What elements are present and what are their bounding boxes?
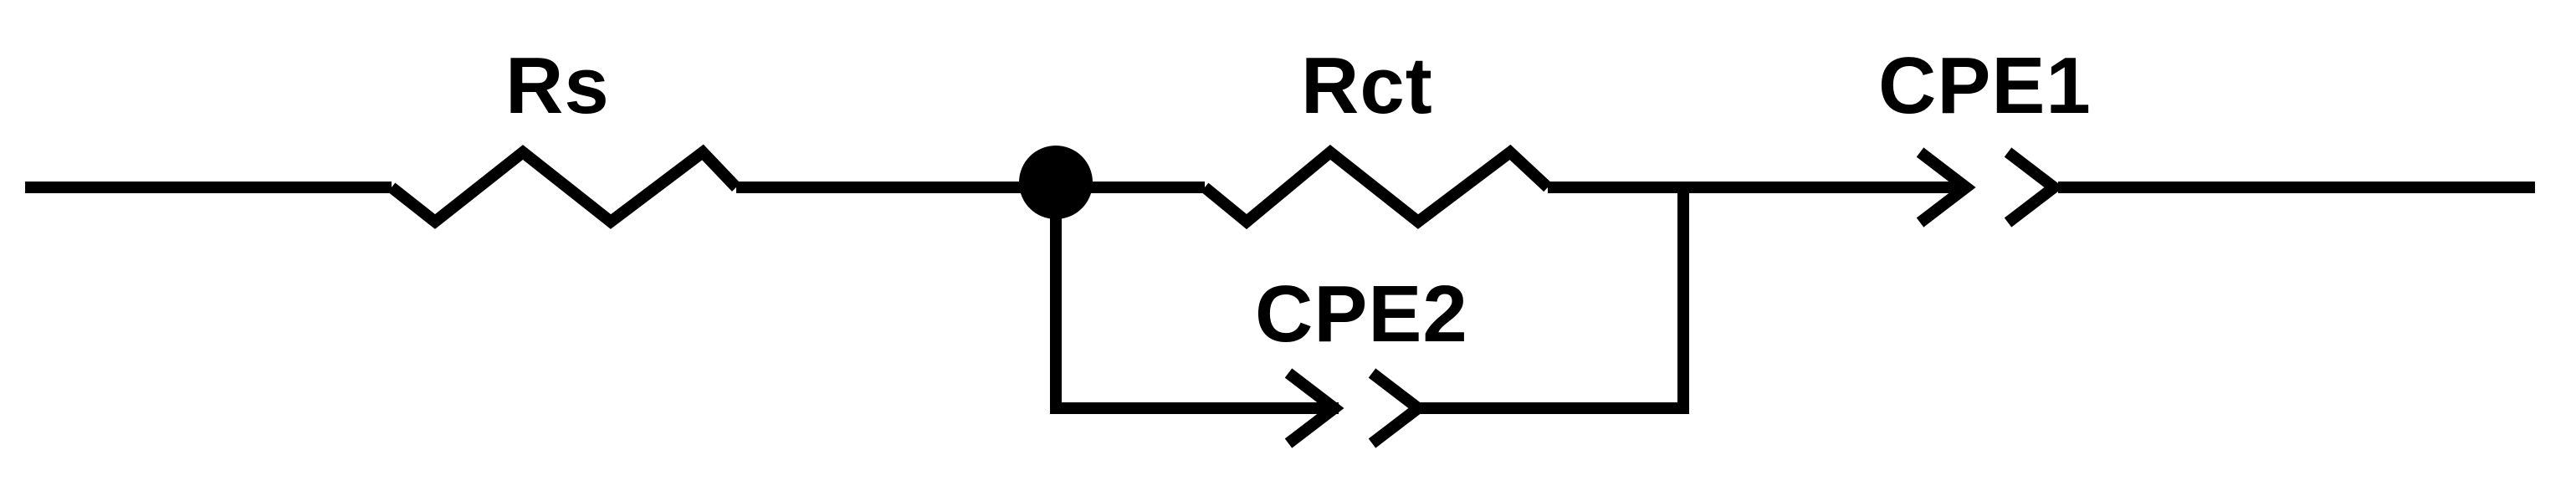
junction-node <box>1019 146 1093 219</box>
label-rct: Rct <box>1301 41 1433 130</box>
label-cpe2: CPE2 <box>1255 269 1468 359</box>
wire-branch-right <box>1414 187 1689 414</box>
label-rs: Rs <box>505 41 610 130</box>
wire-branch-left <box>1050 187 1339 414</box>
cpe2-right-plate <box>1368 368 1428 448</box>
label-cpe1: CPE1 <box>1878 41 2092 130</box>
cpe1-left-plate <box>1916 147 1976 228</box>
cpe1-right-plate <box>2004 147 2064 228</box>
resistor-rs <box>387 144 741 229</box>
resistor-rct <box>1201 144 1552 230</box>
cpe2-left-plate <box>1284 368 1344 448</box>
